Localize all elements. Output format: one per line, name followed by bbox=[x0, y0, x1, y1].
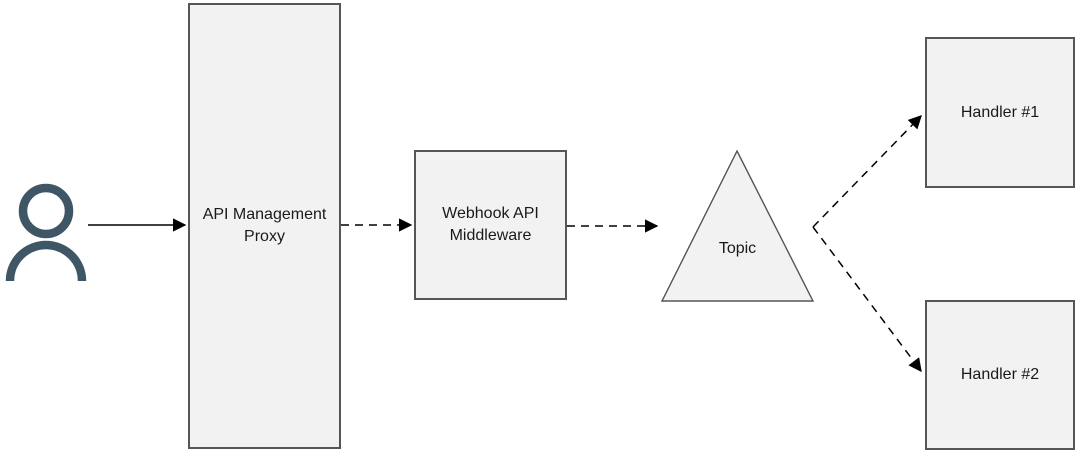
node-topic-label: Topic bbox=[718, 240, 757, 257]
node-handler-1: Handler #1 bbox=[925, 37, 1075, 188]
node-handler-2: Handler #2 bbox=[925, 300, 1075, 450]
node-label: Handler #2 bbox=[960, 366, 1040, 384]
node-label: Webhook API Middleware bbox=[442, 205, 539, 244]
user-icon bbox=[5, 183, 87, 282]
node-label: API Management Proxy bbox=[202, 206, 327, 245]
connector-topic-to-handler1 bbox=[812, 115, 922, 228]
connector-topic-to-handler2 bbox=[812, 226, 922, 373]
node-api-management-proxy: API Management Proxy bbox=[188, 3, 341, 449]
user-head bbox=[18, 183, 74, 239]
node-label: Handler #1 bbox=[960, 103, 1040, 121]
node-topic-shape bbox=[660, 149, 815, 302]
node-webhook-api-middleware: Webhook API Middleware bbox=[414, 150, 567, 300]
user-shoulders bbox=[5, 240, 87, 282]
